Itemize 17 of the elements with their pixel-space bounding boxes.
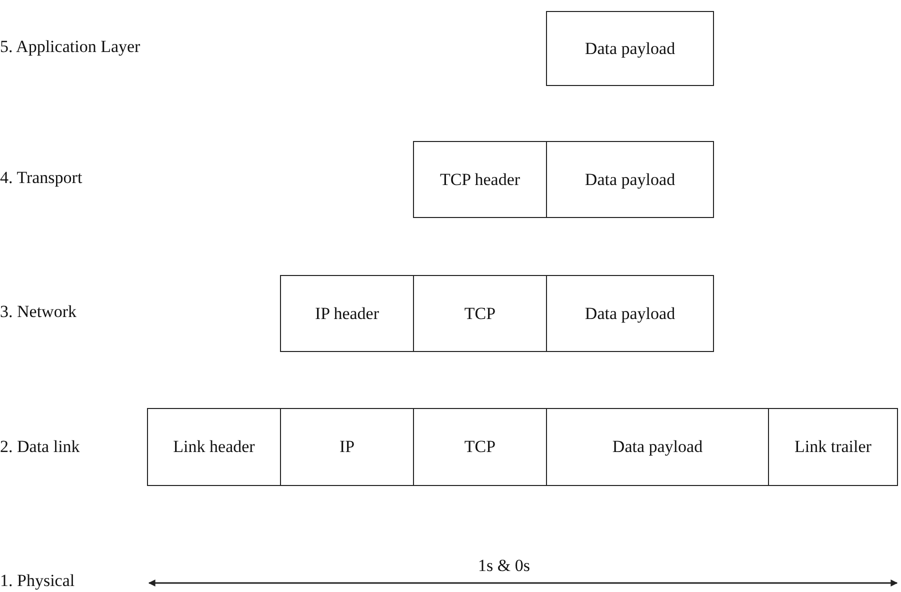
- layer-label: 4. Transport: [0, 168, 82, 188]
- packet-field-box: Data payload: [546, 408, 769, 486]
- packet-field-box: TCP: [413, 408, 547, 486]
- packet-field-box: Data payload: [546, 275, 714, 352]
- packet-field-box: Link header: [147, 408, 281, 486]
- packet-field-box: TCP header: [413, 141, 547, 218]
- signal-label: 1s & 0s: [478, 556, 530, 576]
- packet-field-box: Link trailer: [768, 408, 898, 486]
- packet-field-box: Data payload: [546, 141, 714, 218]
- layer-label: 3. Network: [0, 302, 76, 322]
- packet-field-box: TCP: [413, 275, 547, 352]
- layer-label: 2. Data link: [0, 437, 80, 457]
- packet-field-box: Data payload: [546, 11, 714, 86]
- packet-field-box: IP header: [280, 275, 414, 352]
- layer-label: 1. Physical: [0, 571, 75, 591]
- layer-label: 5. Application Layer: [0, 37, 140, 57]
- packet-field-box: IP: [280, 408, 414, 486]
